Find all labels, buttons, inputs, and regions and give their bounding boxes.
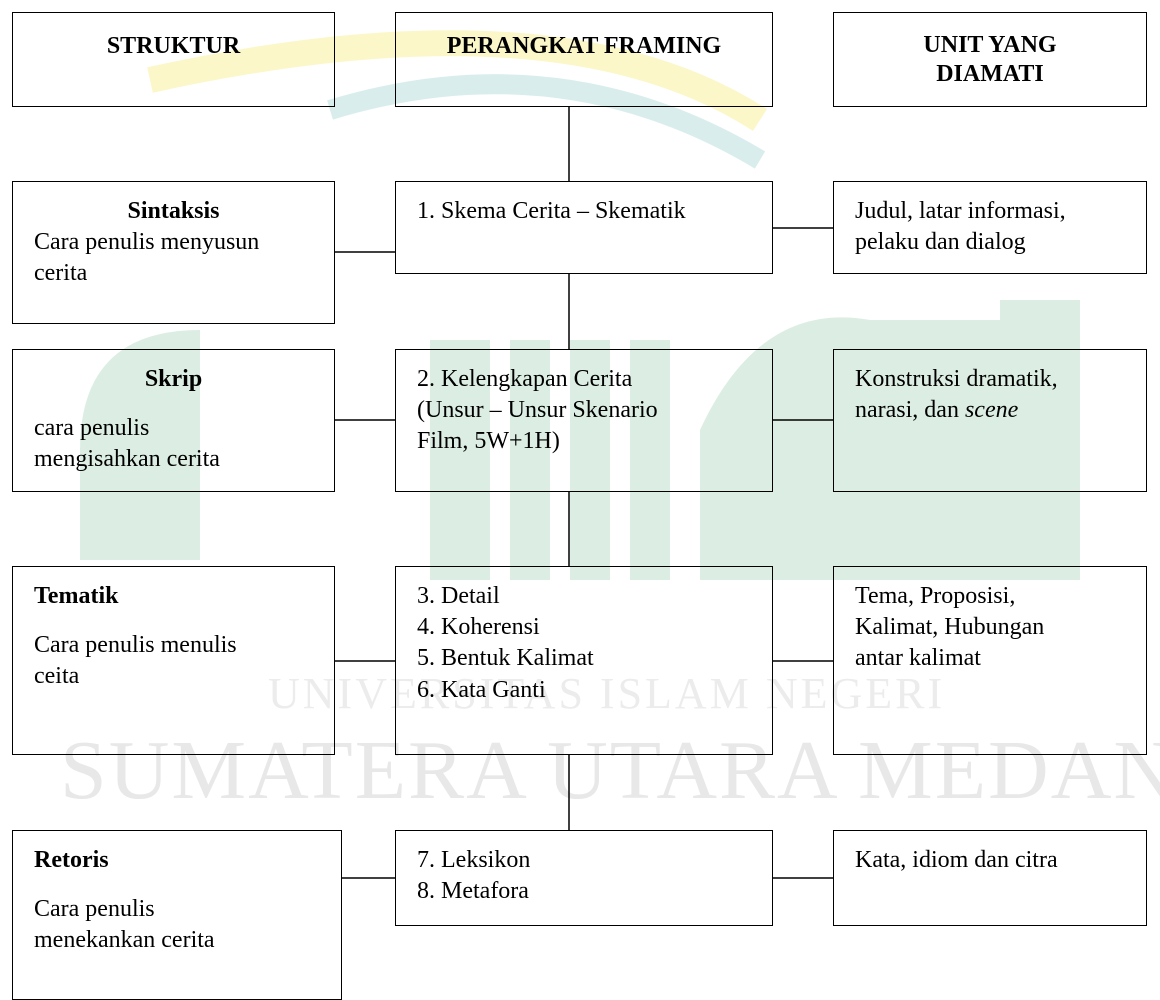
unit-tematik-line-3: antar kalimat	[855, 645, 981, 672]
unit-retoris-box: Kata, idiom dan citra	[833, 830, 1147, 926]
header-perangkat-framing: PERANGKAT FRAMING	[395, 12, 773, 107]
struktur-tematik-desc-2: ceita	[34, 663, 80, 690]
struktur-skrip-box: Skrip cara penulis mengisahkan cerita	[12, 349, 335, 492]
struktur-retoris-box: Retoris Cara penulis menekankan cerita	[12, 830, 342, 1000]
unit-sintaksis-box: Judul, latar informasi, pelaku dan dialo…	[833, 181, 1147, 274]
header-unit-line1: UNIT YANG	[923, 32, 1057, 58]
struktur-retoris-title: Retoris	[34, 847, 109, 873]
perangkat-item-5: 5. Bentuk Kalimat	[417, 645, 594, 672]
struktur-tematik-box: Tematik Cara penulis menulis ceita	[12, 566, 335, 755]
unit-tematik-box: Tema, Proposisi, Kalimat, Hubungan antar…	[833, 566, 1147, 755]
perangkat-skema-cerita-box: 1. Skema Cerita – Skematik	[395, 181, 773, 274]
watermark-text-top: UNIVERSITAS ISLAM NEGERI	[268, 669, 946, 718]
struktur-skrip-title: Skrip	[144, 366, 203, 392]
struktur-skrip-desc-1: cara penulis	[34, 415, 150, 442]
header-unit-yang-diamati: UNIT YANG DIAMATI	[833, 12, 1147, 107]
perangkat-item-6: 6. Kata Ganti	[417, 676, 546, 703]
unit-skrip-scene: scene	[964, 397, 1019, 424]
unit-sintaksis-line-2: pelaku dan dialog	[855, 229, 1026, 256]
header-unit-line2: DIAMATI	[936, 60, 1044, 87]
unit-sintaksis-line-1: Judul, latar informasi,	[855, 198, 1066, 224]
perangkat-item-3: 3. Detail	[417, 583, 500, 609]
struktur-skrip-desc-2: mengisahkan cerita	[34, 446, 220, 473]
header-struktur: STRUKTUR	[12, 12, 335, 107]
perangkat-item-1: 1. Skema Cerita – Skematik	[417, 198, 686, 224]
unit-retoris-line-1: Kata, idiom dan citra	[855, 847, 1058, 873]
unit-skrip-line-1: Konstruksi dramatik,	[855, 366, 1058, 392]
watermark-text-bottom: SUMATERA UTARA MEDAN	[60, 724, 1160, 817]
perangkat-item-8: 8. Metafora	[417, 878, 529, 905]
perangkat-retoris-box: 7. Leksikon 8. Metafora	[395, 830, 773, 926]
unit-tematik-line-2: Kalimat, Hubungan	[855, 614, 1045, 641]
perangkat-item-2-line-1: 2. Kelengkapan Cerita	[417, 366, 633, 392]
header-struktur-label: STRUKTUR	[106, 33, 241, 59]
struktur-sintaksis-desc-2: cerita	[34, 260, 88, 287]
perangkat-item-2-line-3: Film, 5W+1H)	[417, 428, 560, 455]
struktur-tematik-desc-1: Cara penulis menulis	[34, 632, 237, 659]
unit-skrip-box: Konstruksi dramatik, narasi, dan scene	[833, 349, 1147, 492]
unit-tematik-line-1: Tema, Proposisi,	[855, 583, 1016, 609]
struktur-retoris-desc-1: Cara penulis	[34, 896, 155, 923]
struktur-retoris-desc-2: menekankan cerita	[34, 927, 215, 954]
unit-skrip-line-2a: narasi, dan	[855, 397, 965, 424]
perangkat-kelengkapan-cerita-box: 2. Kelengkapan Cerita (Unsur – Unsur Ske…	[395, 349, 773, 492]
header-perangkat-label: PERANGKAT FRAMING	[446, 33, 722, 59]
perangkat-item-7: 7. Leksikon	[417, 847, 531, 873]
perangkat-item-4: 4. Koherensi	[417, 614, 540, 641]
struktur-tematik-title: Tematik	[34, 583, 119, 609]
struktur-sintaksis-desc-1: Cara penulis menyusun	[34, 229, 260, 256]
unit-skrip-line-2: narasi, dan scene	[855, 395, 1146, 426]
struktur-sintaksis-box: Sintaksis Cara penulis menyusun cerita	[12, 181, 335, 324]
perangkat-tematik-box: 3. Detail 4. Koherensi 5. Bentuk Kalimat…	[395, 566, 773, 755]
perangkat-item-2-line-2: (Unsur – Unsur Skenario	[417, 397, 658, 424]
struktur-sintaksis-title: Sintaksis	[127, 198, 220, 224]
